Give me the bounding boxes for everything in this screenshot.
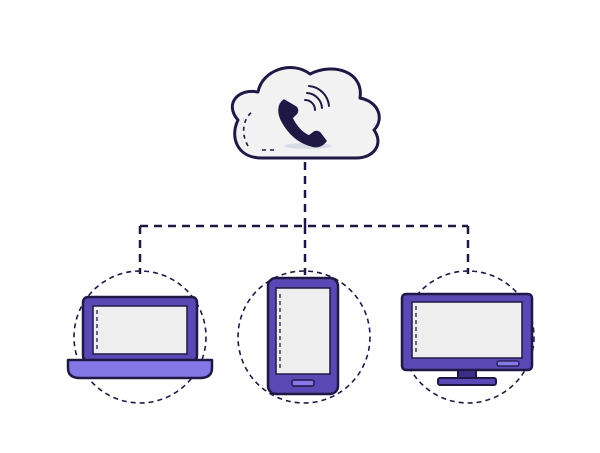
laptop-device bbox=[66, 270, 214, 404]
cloud-icon bbox=[230, 66, 381, 160]
connectors bbox=[138, 162, 470, 275]
phone-device bbox=[237, 270, 371, 404]
cloud-node bbox=[230, 66, 381, 160]
monitor-device bbox=[400, 270, 535, 404]
smartphone-icon bbox=[266, 276, 340, 396]
phone-dashed-ring bbox=[237, 270, 371, 404]
monitor-icon bbox=[400, 292, 534, 386]
laptop-icon bbox=[66, 295, 214, 380]
wifi-waves-icon bbox=[304, 85, 330, 111]
cloud-inner-dash bbox=[242, 111, 253, 147]
laptop-dashed-ring bbox=[73, 270, 207, 404]
phone-icon bbox=[278, 99, 327, 148]
